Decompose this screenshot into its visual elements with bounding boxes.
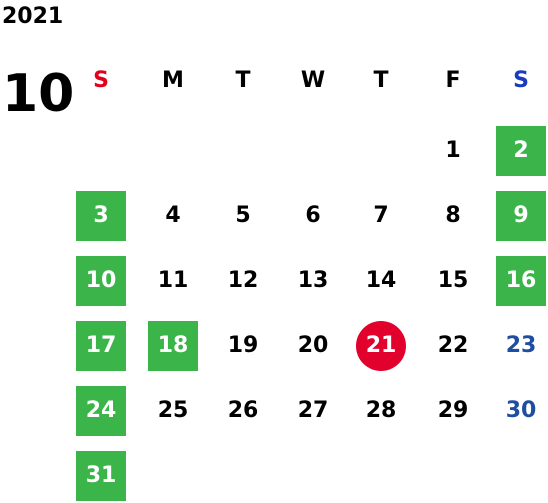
day-cell[interactable]: 5	[235, 203, 251, 228]
day-cell[interactable]: 30	[505, 398, 537, 423]
weekday-header: S	[513, 68, 529, 93]
day-cell[interactable]: 27	[297, 398, 329, 423]
day-cell[interactable]: 9	[496, 191, 546, 241]
day-cell[interactable]: 13	[297, 268, 329, 293]
day-cell[interactable]: 4	[165, 203, 181, 228]
day-cell[interactable]: 6	[305, 203, 321, 228]
day-cell[interactable]: 7	[373, 203, 389, 228]
day-cell[interactable]: 20	[297, 333, 329, 358]
weekday-header: F	[445, 68, 461, 93]
calendar-month: 10	[2, 64, 75, 124]
day-cell[interactable]: 16	[496, 256, 546, 306]
day-cell[interactable]: 2	[496, 126, 546, 176]
day-cell[interactable]: 1	[445, 138, 461, 163]
day-cell[interactable]: 24	[76, 386, 126, 436]
day-cell[interactable]: 17	[76, 321, 126, 371]
day-cell[interactable]: 25	[157, 398, 189, 423]
day-cell[interactable]: 29	[437, 398, 469, 423]
day-cell[interactable]: 18	[148, 321, 198, 371]
weekday-header: T	[235, 68, 251, 93]
day-cell[interactable]: 14	[365, 268, 397, 293]
weekday-header: W	[300, 68, 326, 93]
day-cell[interactable]: 23	[505, 333, 537, 358]
day-cell[interactable]: 26	[227, 398, 259, 423]
day-cell[interactable]: 22	[437, 333, 469, 358]
day-cell[interactable]: 31	[76, 451, 126, 501]
day-cell[interactable]: 15	[437, 268, 469, 293]
day-cell[interactable]: 12	[227, 268, 259, 293]
day-cell[interactable]: 28	[365, 398, 397, 423]
weekday-header: M	[162, 68, 184, 93]
day-cell[interactable]: 19	[227, 333, 259, 358]
day-cell[interactable]: 11	[157, 268, 189, 293]
day-cell[interactable]: 3	[76, 191, 126, 241]
weekday-header: T	[373, 68, 389, 93]
day-cell-today[interactable]: 21	[356, 321, 406, 371]
day-cell[interactable]: 10	[76, 256, 126, 306]
day-cell[interactable]: 8	[445, 203, 461, 228]
weekday-header: S	[93, 68, 109, 93]
calendar-year: 2021	[2, 4, 64, 29]
